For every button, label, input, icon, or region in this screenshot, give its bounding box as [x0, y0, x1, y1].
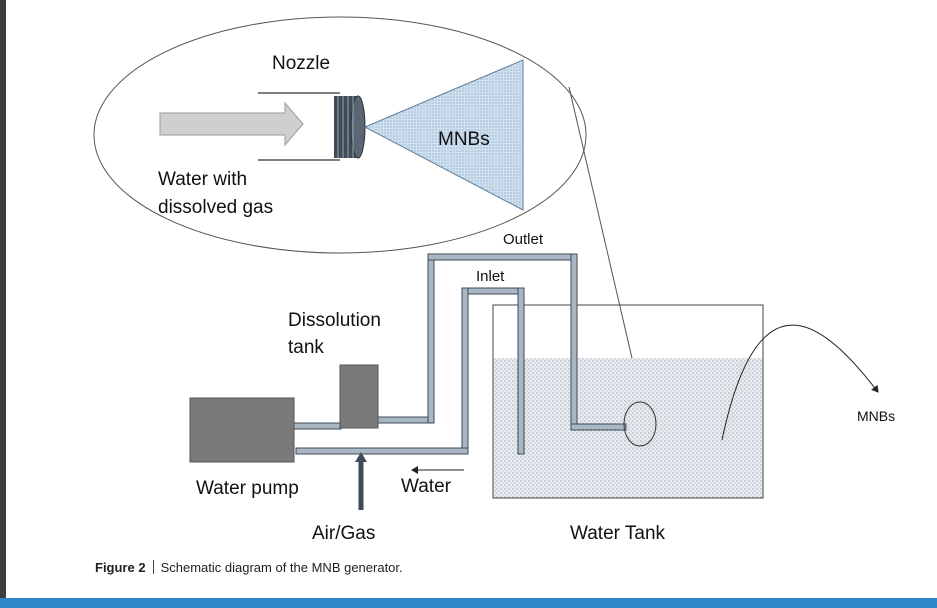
nozzle-label: Nozzle	[272, 53, 330, 74]
tank-label: tank	[288, 337, 324, 358]
caption-text: Schematic diagram of the MNB generator.	[160, 560, 403, 575]
bottom-accent-bar	[0, 598, 937, 608]
bubble-icon	[623, 401, 657, 447]
dissolution-label: Dissolution	[288, 310, 381, 331]
mnbs-inset-label: MNBs	[438, 129, 490, 150]
inlet-label: Inlet	[476, 268, 505, 285]
dissolution-tank	[339, 364, 379, 429]
water-label: Water	[401, 476, 452, 497]
inlet-pipe	[461, 287, 525, 455]
air-gas-label: Air/Gas	[312, 523, 375, 544]
inset-ellipse	[93, 16, 587, 254]
mnb-release-curve	[721, 324, 879, 441]
return-pipe	[295, 447, 469, 455]
dissolved-gas-label: dissolved gas	[158, 197, 273, 218]
zoom-connector-line	[568, 86, 641, 385]
page-left-border	[0, 0, 6, 598]
flow-arrow	[159, 101, 304, 147]
water-tank	[492, 304, 764, 499]
tank-water	[493, 358, 763, 498]
water-pump	[189, 397, 295, 463]
nozzle-icon	[334, 95, 366, 159]
water-tank-label: Water Tank	[570, 523, 666, 544]
water-with-label: Water with	[158, 169, 247, 190]
pump-pipe	[292, 422, 342, 430]
caption-separator	[152, 560, 154, 574]
figure-caption: Figure 2 Schematic diagram of the MNB gen…	[95, 560, 403, 575]
water-pump-label: Water pump	[196, 478, 299, 499]
outlet-pipe	[377, 253, 627, 431]
mnb-spray-cone	[363, 59, 524, 211]
figure-number: Figure 2	[95, 560, 146, 575]
mnbs-output-label: MNBs	[857, 408, 895, 424]
outlet-label: Outlet	[503, 231, 544, 248]
